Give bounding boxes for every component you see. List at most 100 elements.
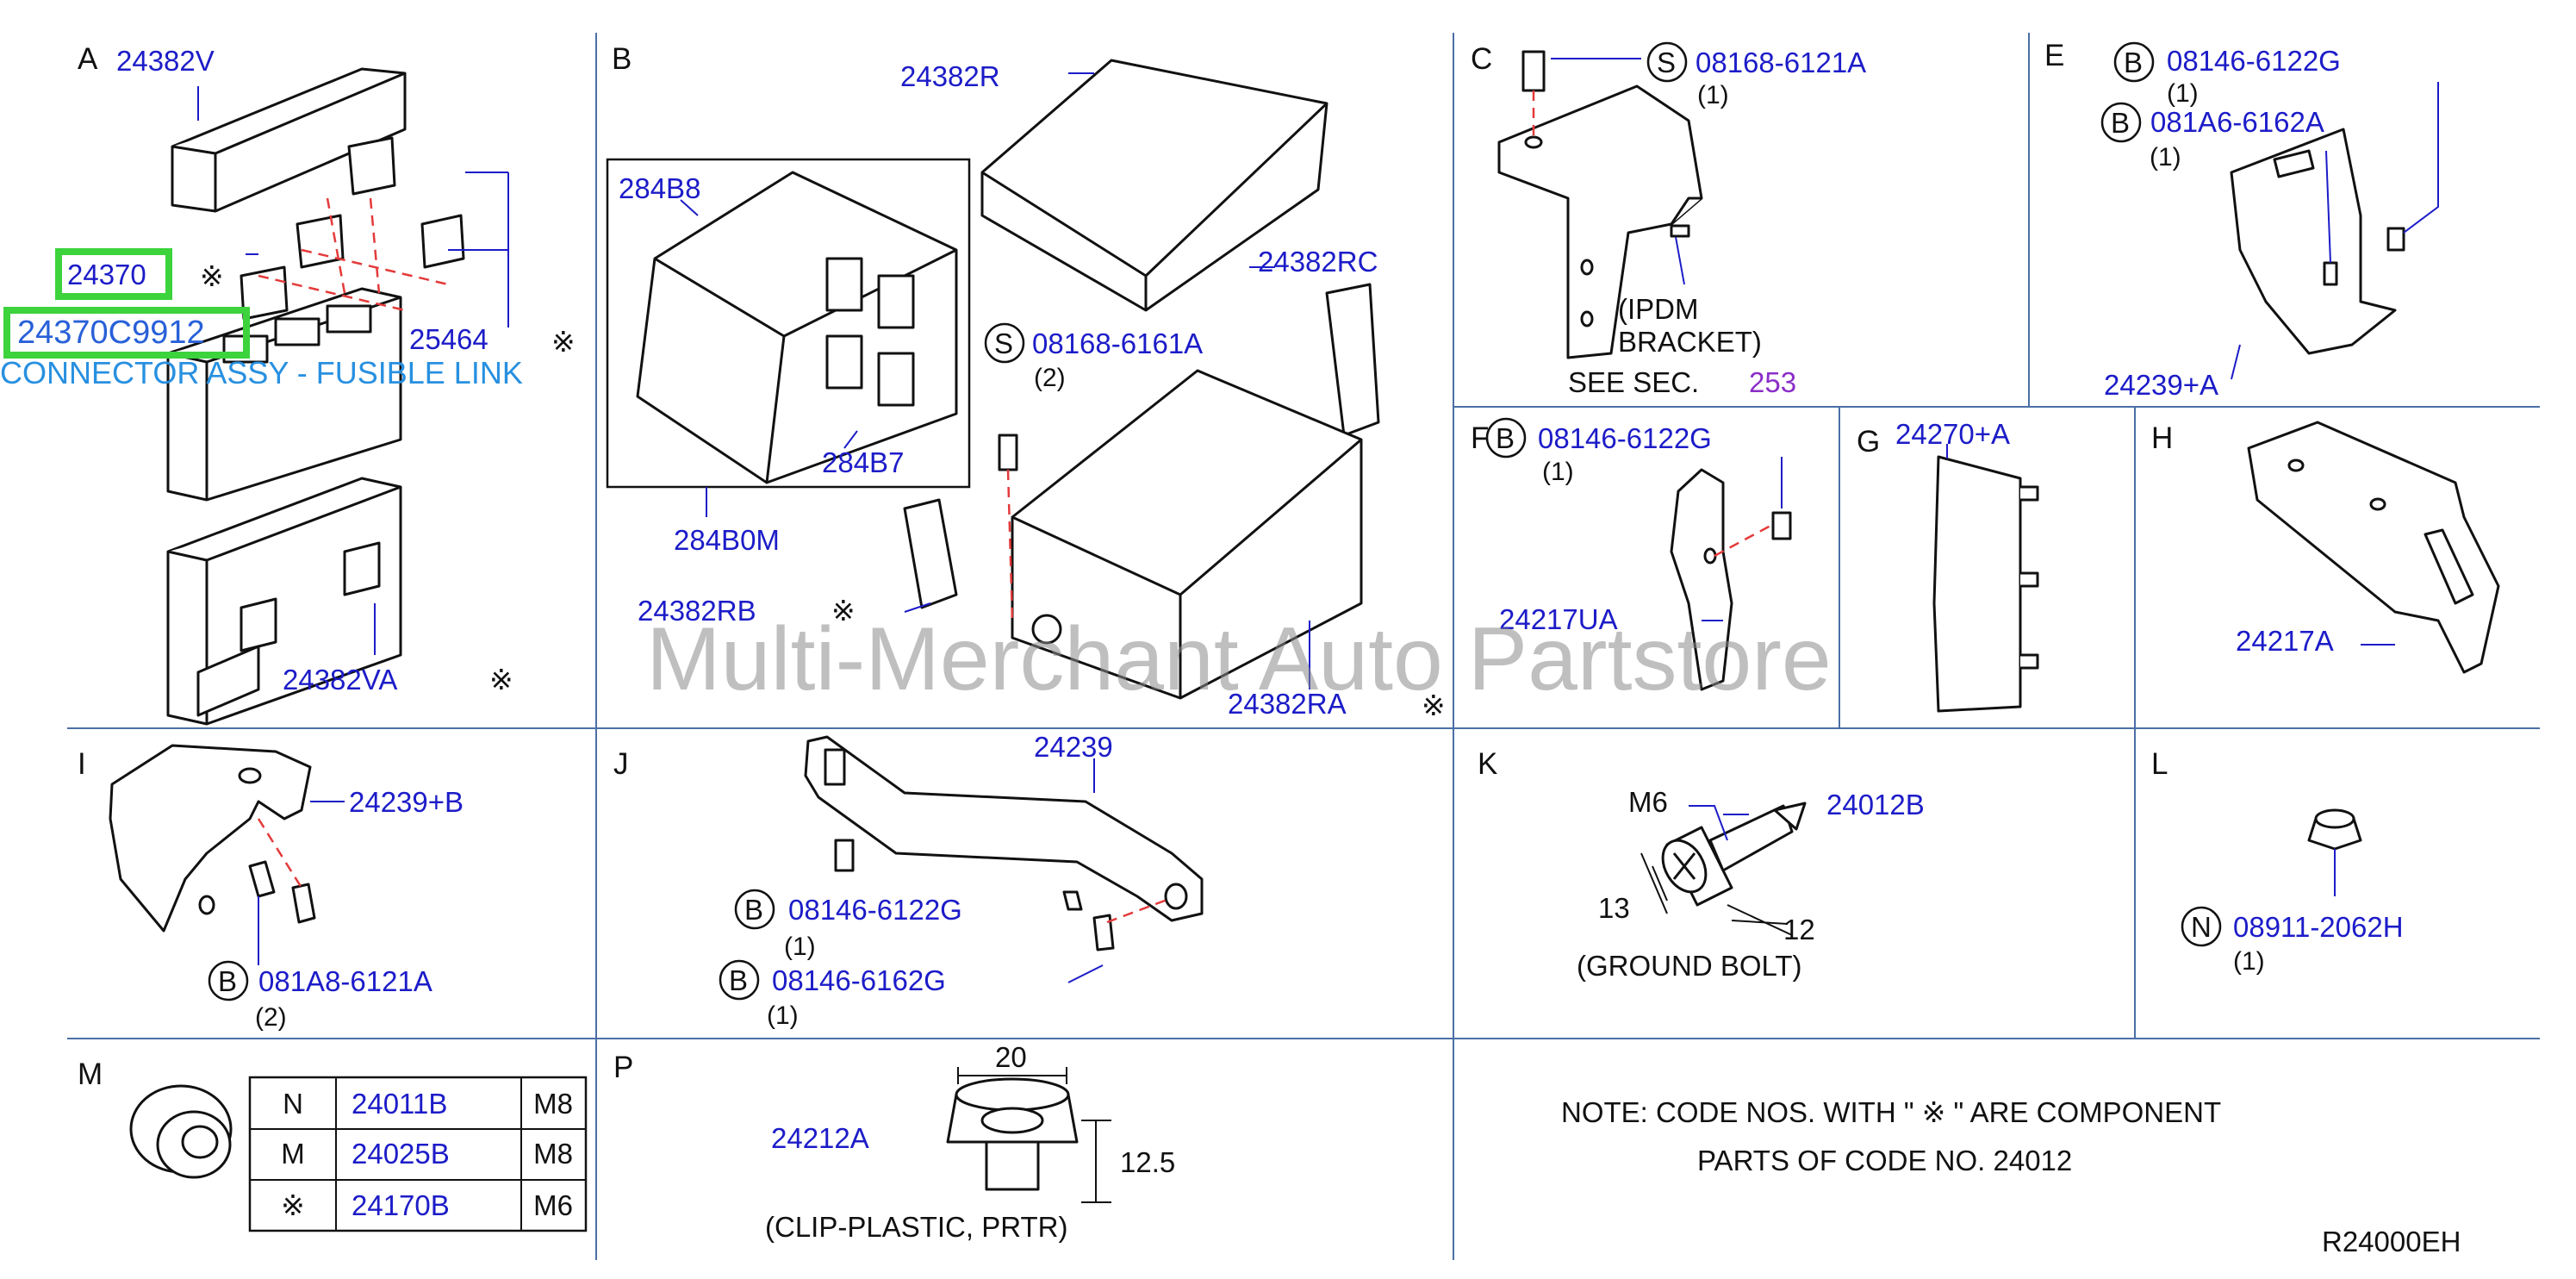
svg-text:081A6-6162A: 081A6-6162A (2150, 106, 2324, 138)
svg-text:24370: 24370 (67, 259, 146, 290)
part-24239-plus-B[interactable]: 24239+B (349, 786, 464, 818)
part-24025B[interactable]: 24025B (352, 1138, 450, 1170)
bolt-letter: N (2191, 911, 2212, 943)
section-link-253[interactable]: 253 (1749, 366, 1796, 398)
quantity: (1) (2233, 947, 2265, 976)
part-24382R[interactable]: 24382R (900, 60, 1000, 92)
quantity: (1) (2150, 143, 2181, 172)
dimension-12-5: 12.5 (1120, 1146, 1175, 1178)
svg-text:24170B: 24170B (352, 1189, 450, 1221)
part-08146-6122G[interactable]: 08146-6122G (2167, 45, 2341, 77)
part-08146-6122G-j[interactable]: 08146-6122G (788, 894, 962, 926)
part-24382RA[interactable]: 24382RA (1228, 688, 1347, 720)
svg-text:08911-2062H: 08911-2062H (2233, 911, 2404, 943)
nut-table-size: M6 (533, 1189, 573, 1221)
connector-assy-label: CONNECTOR ASSY - FUSIBLE LINK (0, 355, 523, 390)
bolt-symbol-s (1646, 41, 1688, 83)
section-c-drawing (1497, 50, 1703, 359)
bolt-symbol-b (719, 959, 760, 1001)
svg-text:24011B: 24011B (352, 1088, 447, 1120)
diagram-code: R24000EH (2322, 1226, 2461, 1257)
svg-text:24239+A: 24239+A (2104, 369, 2218, 401)
bolt-letter: B (744, 894, 763, 926)
part-08168-6161A[interactable]: 08168-6161A (1032, 328, 1203, 359)
part-284B0M[interactable]: 284B0M (674, 524, 780, 556)
section-m-drawing (129, 1084, 233, 1179)
section-letter-j: J (613, 747, 629, 781)
part-08911-2062H[interactable]: 08911-2062H (2233, 911, 2404, 943)
svg-text:24382R: 24382R (900, 60, 1000, 92)
nut-table-code: ※ (281, 1189, 305, 1221)
section-grid (67, 33, 2540, 1260)
kome-mark: ※ (200, 260, 224, 292)
section-letter-h: H (2151, 421, 2173, 455)
svg-text:24025B: 24025B (352, 1138, 450, 1170)
part-24170B[interactable]: 24170B (352, 1189, 450, 1221)
part-24217A[interactable]: 24217A (2236, 625, 2334, 657)
bolt-symbol-b (208, 960, 249, 1001)
bracket-label: BRACKET) (1618, 326, 1762, 358)
bolt-letter: B (729, 964, 748, 996)
part-24382V[interactable]: 24382V (116, 45, 215, 77)
svg-text:08146-6162G: 08146-6162G (772, 964, 946, 996)
watermark-text: Multi-Merchant Auto Partstore (646, 609, 1832, 709)
part-24011B[interactable]: 24011B (352, 1088, 447, 1120)
nut-table-size: M8 (533, 1088, 573, 1120)
part-24012B[interactable]: 24012B (1826, 789, 1925, 820)
svg-text:24382RA: 24382RA (1228, 688, 1347, 720)
bolt-letter: B (1496, 422, 1515, 454)
section-letter-k: K (1478, 747, 1497, 781)
svg-text:284B7: 284B7 (822, 446, 904, 478)
svg-text:08146-6122G: 08146-6122G (2167, 45, 2341, 77)
part-081A8-6121A[interactable]: 081A8-6121A (258, 965, 432, 997)
section-f-drawing (1670, 457, 1792, 691)
dimension-20: 20 (995, 1041, 1027, 1073)
part-24239-plus-A[interactable]: 24239+A (2104, 369, 2218, 401)
bolt-symbol-n (2181, 906, 2222, 947)
svg-text:25464: 25464 (409, 323, 488, 355)
bolt-letter: B (2111, 107, 2130, 139)
bolt-symbol-b (2100, 102, 2142, 143)
nut-table-code: N (283, 1088, 303, 1120)
part-24239[interactable]: 24239 (1034, 731, 1113, 763)
part-24382RC[interactable]: 24382RC (1258, 246, 1378, 278)
part-24382RB[interactable]: 24382RB (638, 595, 756, 627)
svg-text:24239: 24239 (1034, 731, 1113, 763)
bolt-letter: B (218, 965, 237, 997)
svg-text:08168-6161A: 08168-6161A (1032, 328, 1203, 359)
part-24370[interactable]: 24370 (67, 259, 146, 290)
part-24212A[interactable]: 24212A (771, 1122, 869, 1154)
section-letter-l: L (2151, 747, 2168, 781)
svg-text:284B8: 284B8 (619, 172, 700, 204)
part-25464[interactable]: 25464 (409, 323, 488, 355)
svg-text:24239+B: 24239+B (349, 786, 464, 818)
dimension-13: 13 (1598, 892, 1630, 924)
section-letter-b: B (612, 42, 632, 76)
svg-text:24382VA: 24382VA (283, 664, 397, 696)
part-24270-plus-A[interactable]: 24270+A (1895, 418, 2010, 450)
quantity: (1) (2167, 79, 2199, 108)
section-k-drawing (1640, 802, 1807, 936)
part-081A6-6162A[interactable]: 081A6-6162A (2150, 106, 2324, 138)
quantity: (2) (1034, 364, 1066, 392)
part-24382VA[interactable]: 24382VA (283, 664, 397, 696)
bolt-letter: S (994, 328, 1013, 359)
svg-text:24217UA: 24217UA (1499, 603, 1618, 635)
quantity: (1) (1697, 81, 1729, 109)
part-24370C9912[interactable]: 24370C9912 (17, 315, 205, 351)
section-letter-p: P (613, 1051, 633, 1084)
highlight-box-24370C9912 (3, 307, 250, 359)
part-284B7[interactable]: 284B7 (822, 446, 904, 478)
part-284B8[interactable]: 284B8 (619, 172, 700, 204)
part-08146-6162G[interactable]: 08146-6162G (772, 964, 946, 996)
section-i-drawing (109, 744, 345, 965)
note-line-1: NOTE: CODE NOS. WITH " ※ " ARE COMPONENT (1561, 1096, 2221, 1128)
svg-text:24012B: 24012B (1826, 789, 1925, 820)
part-08168-6121A[interactable]: 08168-6121A (1696, 47, 1866, 78)
part-24217UA[interactable]: 24217UA (1499, 603, 1618, 635)
part-08146-6122G-f[interactable]: 08146-6122G (1538, 422, 1712, 454)
svg-text:253: 253 (1749, 366, 1796, 398)
section-l-drawing (2307, 808, 2362, 896)
svg-text:08146-6122G: 08146-6122G (788, 894, 962, 926)
svg-text:24212A: 24212A (771, 1122, 869, 1154)
